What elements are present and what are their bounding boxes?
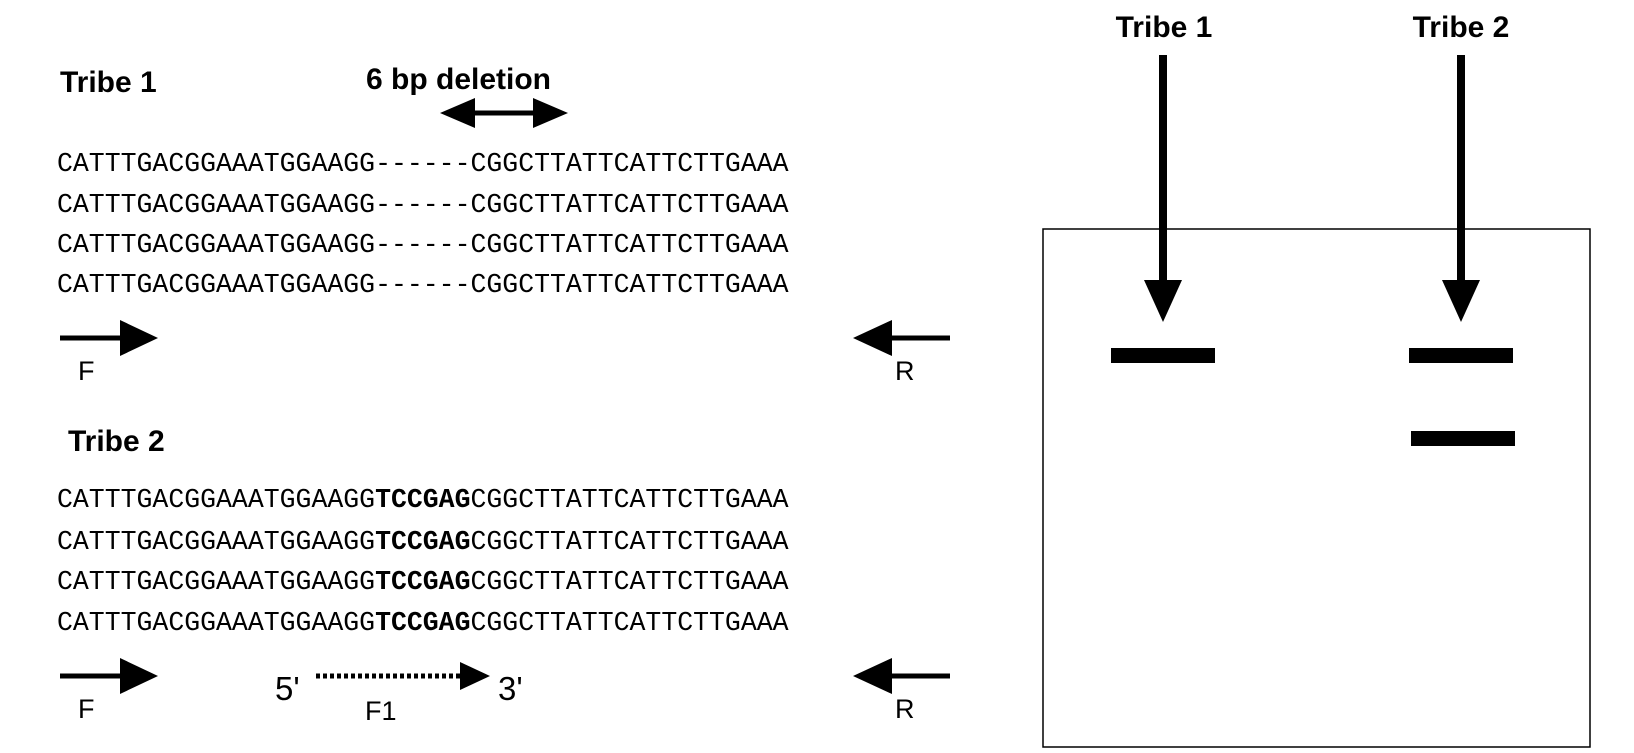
tribe1-sequence-row: CATTTGACGGAAATGGAAGG------CGGCTTATTCATTC… (57, 270, 789, 300)
tribe2-sequence-row: CATTTGACGGAAATGGAAGGTCCGAGCGGCTTATTCATTC… (57, 608, 789, 638)
forward-primer-arrow (60, 320, 158, 356)
reverse-primer-arrow (853, 658, 950, 694)
tribe2-panel: Tribe 2 CATTTGACGGAAATGGAAGGTCCGAGCGGCTT… (57, 425, 950, 726)
forward-primer-label: F (78, 356, 95, 386)
forward-primer-arrow (60, 658, 158, 694)
tribe1-sequence-row: CATTTGACGGAAATGGAAGG------CGGCTTATTCATTC… (57, 190, 789, 220)
five-prime-label: 5' (275, 670, 300, 707)
lane2-band-lower (1411, 431, 1515, 446)
tribe1-sequence-row: CATTTGACGGAAATGGAAGG------CGGCTTATTCATTC… (57, 230, 789, 260)
reverse-primer-label: R (895, 694, 915, 724)
deletion-span-arrow (440, 98, 568, 128)
tribe2-sequence-row: CATTTGACGGAAATGGAAGGTCCGAGCGGCTTATTCATTC… (57, 567, 789, 597)
forward-primer-label: F (78, 694, 95, 724)
lane1-label: Tribe 1 (1116, 11, 1213, 44)
lane2-band-upper (1409, 348, 1513, 363)
three-prime-label: 3' (498, 670, 523, 707)
tribe1-title: Tribe 1 (60, 66, 157, 99)
internal-primer-arrow (316, 662, 490, 690)
lane2-arrow (1442, 55, 1480, 322)
tribe1-sequence-row: CATTTGACGGAAATGGAAGG------CGGCTTATTCATTC… (57, 149, 789, 179)
lane1-band (1111, 348, 1215, 363)
tribe1-panel: Tribe 1 6 bp deletion CATTTGACGGAAATGGAA… (57, 63, 950, 386)
reverse-primer-label: R (895, 356, 915, 386)
tribe2-sequence-row: CATTTGACGGAAATGGAAGGTCCGAGCGGCTTATTCATTC… (57, 485, 789, 515)
gel-frame (1042, 228, 1591, 748)
tribe2-sequence-row: CATTTGACGGAAATGGAAGGTCCGAGCGGCTTATTCATTC… (57, 527, 789, 557)
lane2-label: Tribe 2 (1413, 11, 1510, 44)
reverse-primer-arrow (853, 320, 950, 356)
deletion-label: 6 bp deletion (366, 63, 551, 96)
internal-primer-label: F1 (365, 696, 397, 726)
lane1-arrow (1144, 55, 1182, 322)
tribe2-title: Tribe 2 (68, 425, 165, 458)
gel-panel: Tribe 1 Tribe 2 (1042, 11, 1591, 748)
